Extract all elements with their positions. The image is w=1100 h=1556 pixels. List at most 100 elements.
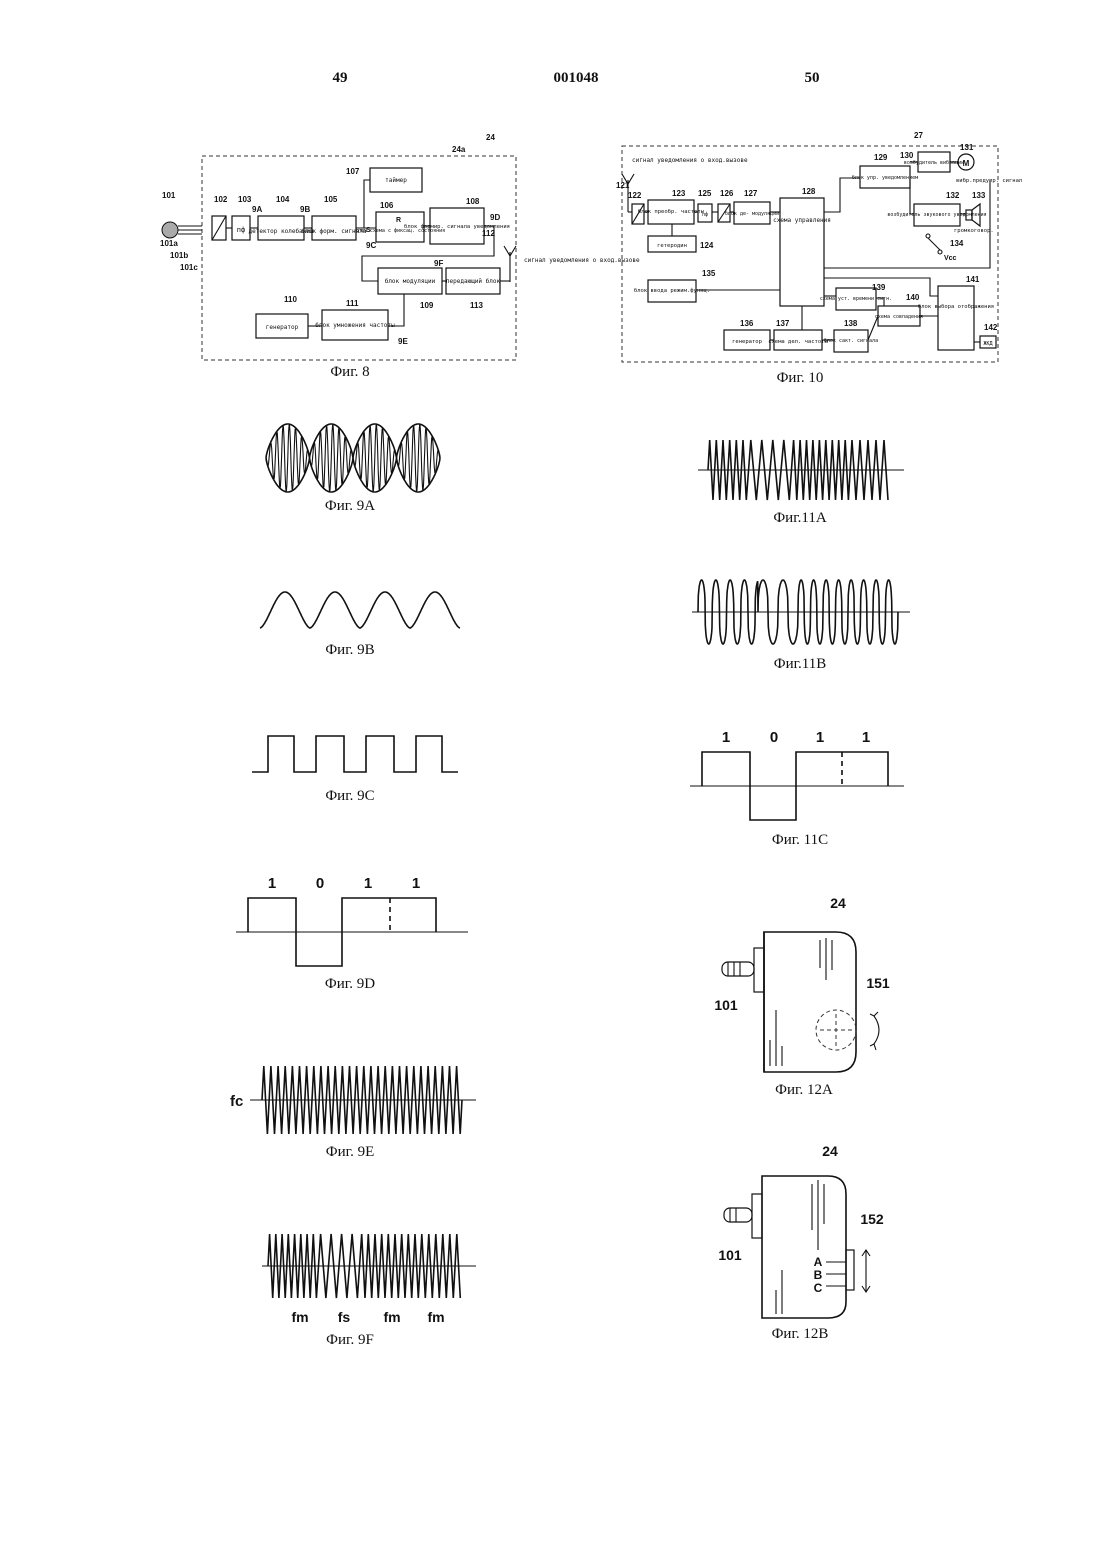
fig8-ref-9A: 9A [252, 205, 262, 214]
fig12A-ref-24: 24 [830, 895, 846, 911]
fig9F-label-fs: fs [338, 1309, 351, 1325]
fig8-ref-109: 109 [420, 301, 434, 310]
fig9F-waveform: fm fs fm fm [262, 1234, 476, 1325]
fig10-vibr-label: вибр.предупр. сигнал [956, 177, 1022, 184]
fig10-block-128: схема управления [773, 217, 831, 224]
fig8-ref-102: 102 [214, 195, 228, 204]
fig10-ref-122: 122 [628, 191, 642, 200]
fig10-block-diagram: 27 сигнал уведомления о вход.вызове 121 … [616, 131, 1022, 362]
fig8-block-111: блок умножения частоты [315, 322, 395, 329]
fig8-caption: Фиг. 8 [330, 364, 369, 380]
fig9B-waveform [260, 592, 460, 628]
fig10-ref-125: 125 [698, 189, 712, 198]
fig10-block-141: блок выбора отображения [918, 303, 994, 310]
fig10-ref-142: 142 [984, 323, 998, 332]
fig8-ref-101: 101 [162, 191, 176, 200]
fig11B-waveform [692, 580, 910, 644]
fig10-ref-140: 140 [906, 293, 920, 302]
fig11A-waveform [698, 440, 904, 500]
fig11C-caption: Фиг. 11C [772, 832, 828, 848]
fig8-ref-9E: 9E [398, 337, 408, 346]
fig10-ref-131: 131 [960, 143, 974, 152]
fig9E-waveform: fc [230, 1066, 476, 1134]
fig8-ref-105: 105 [324, 195, 338, 204]
fig9F-caption: Фиг. 9F [326, 1332, 374, 1348]
fig12B-ref-24: 24 [822, 1143, 838, 1159]
fig9F-label-fm-1: fm [291, 1309, 308, 1325]
fig8-ref-111: 111 [346, 299, 359, 308]
fig9D-caption: Фиг. 9D [325, 976, 375, 992]
fig11C-waveform: 1 0 1 1 [690, 729, 904, 820]
fig8-ref-104: 104 [276, 195, 290, 204]
fig10-ref-134: 134 [950, 239, 964, 248]
fig8-ref-106: 106 [380, 201, 394, 210]
fig8-ref-103: 103 [238, 195, 252, 204]
fig8-ref-24a: 24a [452, 145, 466, 154]
fig9D-bit-4: 1 [412, 875, 420, 892]
fig10-ref-135: 135 [702, 269, 716, 278]
right-page-number: 50 [805, 70, 820, 86]
fig8-ref-24: 24 [486, 133, 495, 142]
fig8-ref-110: 110 [284, 295, 297, 304]
fig10-block-125: пф [702, 212, 708, 218]
fig12B-caption: Фиг. 12B [772, 1326, 829, 1342]
fig8-block-107: таймер [385, 177, 407, 184]
fig8-ref-101b: 101b [170, 251, 188, 260]
fig10-antenna-label: сигнал уведомления о вход.вызове [632, 157, 748, 164]
fig12B-ref-152: 152 [860, 1211, 884, 1227]
fig10-ref-129: 129 [874, 153, 888, 162]
fig11C-bit-4: 1 [862, 729, 870, 746]
fig10-ref-133: 133 [972, 191, 986, 200]
fig10-ref-27: 27 [914, 131, 923, 140]
fig10-caption: Фиг. 10 [777, 370, 824, 386]
fig10-ref-121: 121 [616, 181, 630, 190]
fig8-block-103: пф [237, 226, 245, 234]
fig10-block-137: схема дел. частоты [768, 339, 828, 345]
fig9F-label-fm-2: fm [383, 1309, 400, 1325]
fig12B-device: 24 101 152 A B C [718, 1143, 884, 1318]
fig8-ref-107: 107 [346, 167, 360, 176]
document-number: 001048 [554, 70, 599, 86]
fig12A-ref-101: 101 [714, 997, 738, 1013]
fig10-ref-vcc: Vcc [944, 255, 957, 262]
fig12B-switch-B: B [814, 1268, 823, 1282]
fig11C-bit-1: 1 [722, 729, 730, 746]
fig11C-bit-3: 1 [816, 729, 824, 746]
fig8-block-110: генератор [266, 324, 299, 331]
fig9E-caption: Фиг. 9E [326, 1144, 375, 1160]
fig10-block-140: схема совпадения [875, 314, 923, 320]
fig10-block-142: ЖКД [983, 341, 992, 347]
fig10-speaker-label: громкоговор. [954, 228, 994, 234]
fig8-ref-101a: 101a [160, 239, 178, 248]
fig10-block-124: гетеродин [657, 243, 687, 249]
fig10-block-129: блок упр. уведомлением [852, 174, 918, 181]
fig12B-switch-C: C [814, 1281, 823, 1295]
fig12A-caption: Фиг. 12A [775, 1082, 833, 1098]
fig9C-caption: Фиг. 9C [325, 788, 374, 804]
fig10-ref-126: 126 [720, 189, 734, 198]
fig12A-device: 24 101 151 [714, 895, 890, 1072]
fig10-ref-127: 127 [744, 189, 758, 198]
fig8-ref-108: 108 [466, 197, 480, 206]
fig9D-waveform: 1 0 1 1 [236, 875, 468, 966]
fig10-ref-139: 139 [872, 283, 886, 292]
fig10-ref-136: 136 [740, 319, 754, 328]
fig10-ref-123: 123 [672, 189, 686, 198]
fig9A-waveform [266, 424, 440, 492]
fig10-block-127: блок де- модуляции [725, 210, 779, 217]
fig10-block-139: схема уст. времени сигн. [820, 296, 892, 302]
fig9D-bit-3: 1 [364, 875, 372, 892]
fig10-ref-141: 141 [966, 275, 980, 284]
fig10-ref-137: 137 [776, 319, 790, 328]
fig10-ref-124: 124 [700, 241, 714, 250]
fig8-ref-112: 113 [470, 301, 483, 310]
fig11B-caption: Фиг.11B [774, 656, 827, 672]
fig12B-ref-101: 101 [718, 1247, 742, 1263]
fig12B-switch-A: A [814, 1255, 823, 1269]
fig8-block-109: блок модуляции [385, 278, 436, 285]
fig10-ref-138: 138 [844, 319, 858, 328]
fig9C-waveform [252, 736, 458, 772]
fig9D-bit-2: 0 [316, 875, 324, 892]
fig11C-bit-2: 0 [770, 729, 778, 746]
